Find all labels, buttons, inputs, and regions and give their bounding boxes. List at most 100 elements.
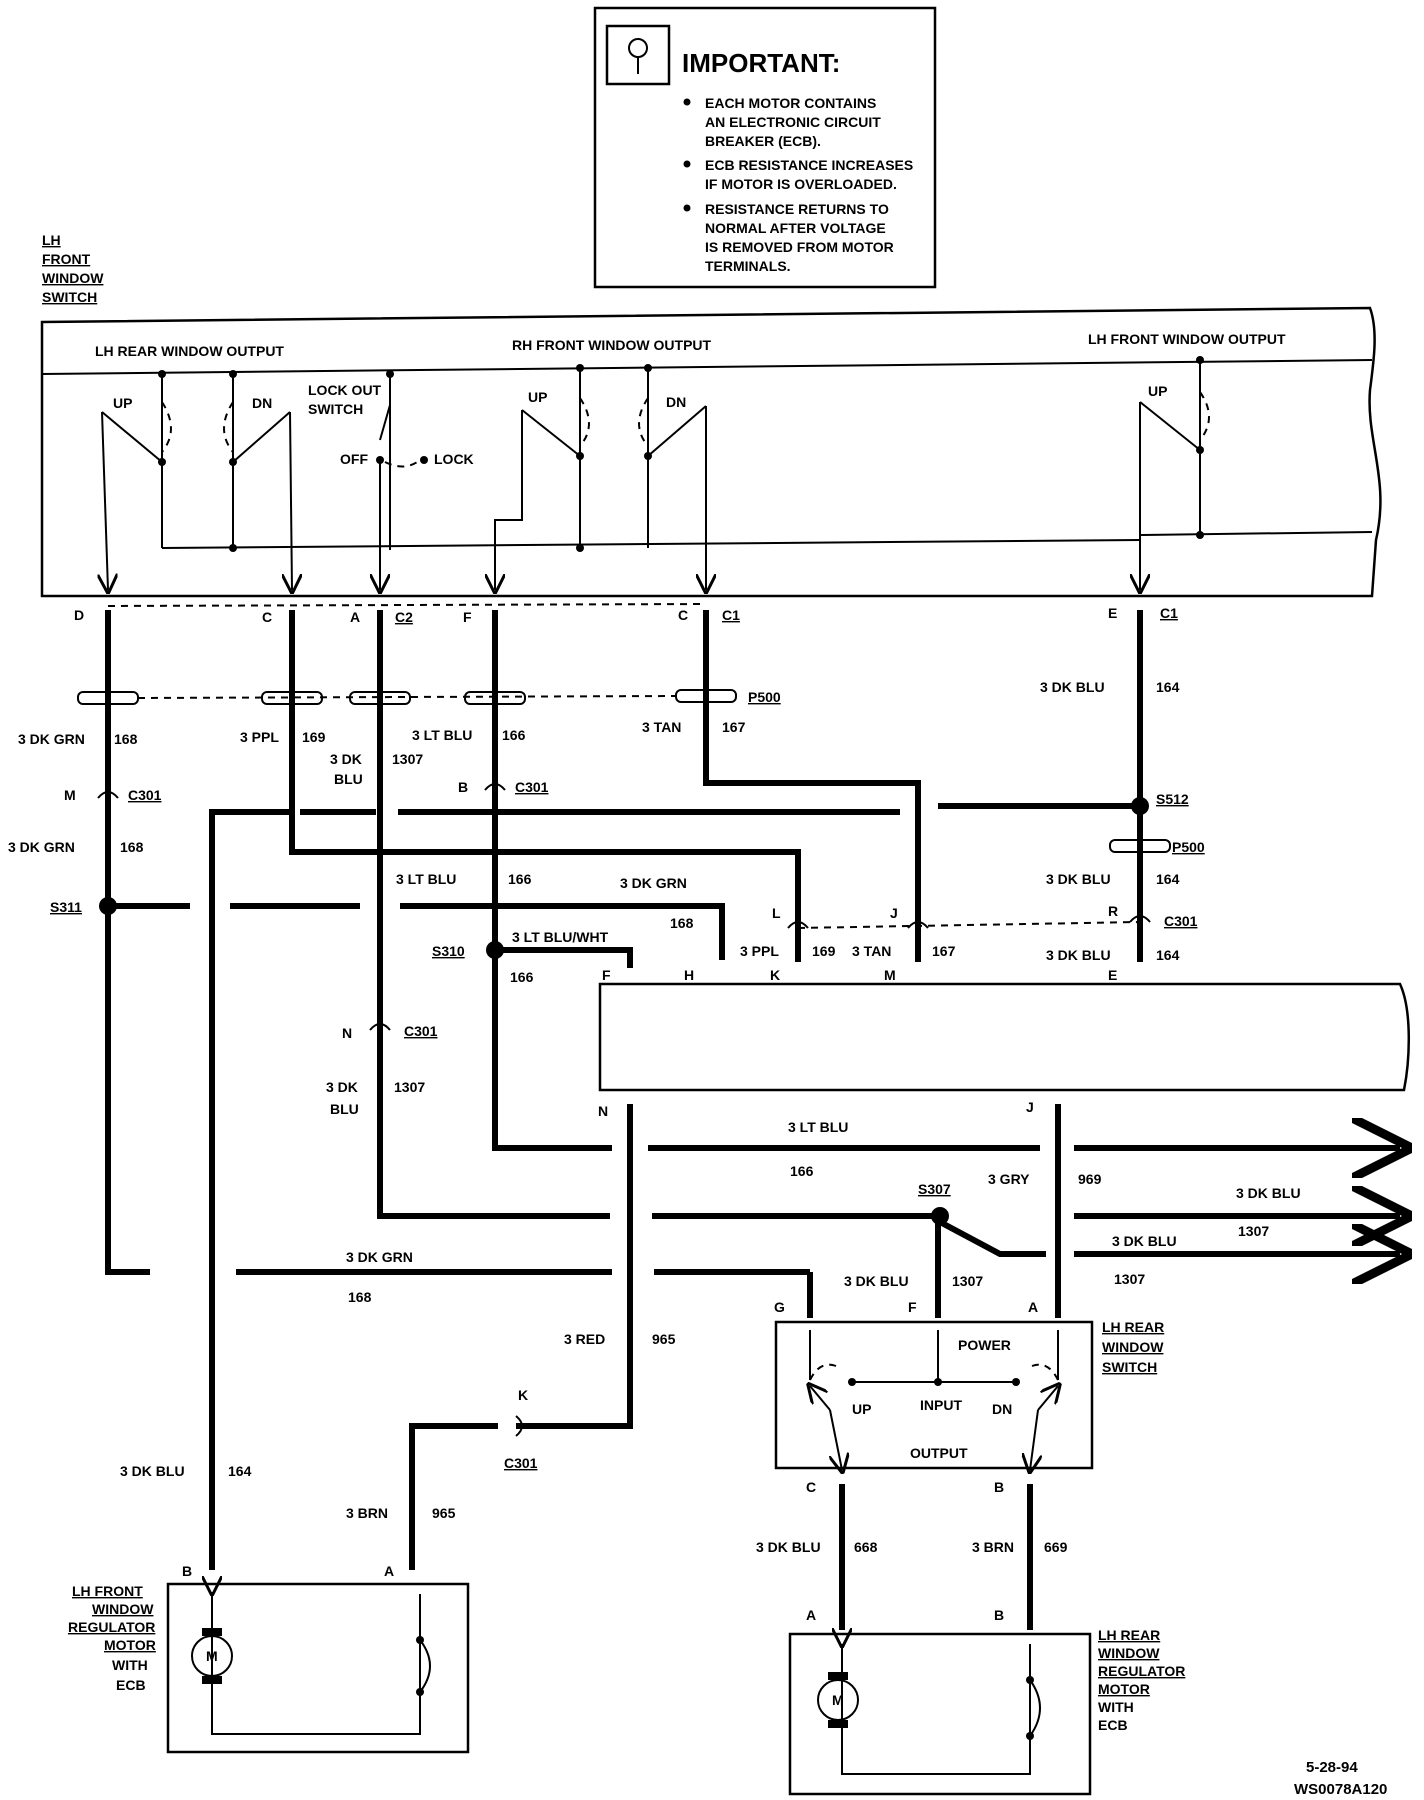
svg-text:3 PPL: 3 PPL	[240, 729, 279, 745]
svg-text:N: N	[342, 1025, 352, 1041]
c1-label: C1	[722, 607, 740, 623]
svg-text:UP: UP	[852, 1401, 871, 1417]
important-line: BREAKER (ECB).	[705, 133, 821, 149]
svg-text:G: G	[774, 1299, 785, 1315]
p500-label: P500	[748, 689, 781, 705]
diagram-date: 5-28-94	[1306, 1759, 1358, 1776]
svg-text:UP: UP	[113, 395, 132, 411]
off-label: OFF	[340, 451, 368, 467]
svg-text:A: A	[384, 1563, 394, 1579]
c1-label: C1	[1160, 605, 1178, 621]
svg-text:L: L	[772, 905, 781, 921]
svg-text:MOTOR: MOTOR	[104, 1637, 156, 1653]
svg-text:UP: UP	[1148, 383, 1167, 399]
svg-text:164: 164	[1156, 679, 1180, 695]
lh-rear-window-switch: LH REAR WINDOW SWITCH POWER INPUT OUTPUT…	[774, 1319, 1164, 1470]
svg-text:F: F	[463, 609, 472, 625]
svg-text:3 DK BLU: 3 DK BLU	[1112, 1233, 1177, 1249]
svg-text:3 RED: 3 RED	[564, 1331, 605, 1347]
svg-text:168: 168	[114, 731, 138, 747]
lh-front-regulator-motor: LH FRONT WINDOW REGULATOR MOTOR WITH ECB…	[68, 1583, 470, 1754]
svg-text:INPUT: INPUT	[920, 1397, 962, 1413]
svg-text:WITH: WITH	[112, 1657, 148, 1673]
wiring-harness	[77, 610, 1400, 1630]
svg-text:3 LT BLU: 3 LT BLU	[396, 871, 456, 887]
svg-text:BLU: BLU	[334, 771, 363, 787]
svg-text:F: F	[602, 967, 611, 983]
svg-text:REGULATOR: REGULATOR	[68, 1619, 155, 1635]
svg-text:969: 969	[1078, 1171, 1102, 1187]
svg-text:3 DK BLU: 3 DK BLU	[1236, 1185, 1301, 1201]
svg-text:B: B	[458, 779, 468, 795]
svg-text:668: 668	[854, 1539, 878, 1555]
p500-connector	[77, 689, 1171, 853]
svg-text:965: 965	[432, 1505, 456, 1521]
lh-rear-regulator-motor: LH REAR WINDOW REGULATOR MOTOR WITH ECB …	[788, 1627, 1185, 1796]
svg-text:WINDOW: WINDOW	[42, 270, 104, 286]
svg-text:C: C	[678, 607, 688, 623]
control-module-box	[598, 982, 1411, 1092]
lh-rear-output-label: LH REAR WINDOW OUTPUT	[95, 343, 284, 359]
svg-text:A: A	[806, 1607, 816, 1623]
svg-text:3 PPL: 3 PPL	[740, 943, 779, 959]
svg-text:168: 168	[120, 839, 144, 855]
c301-connector	[97, 783, 1151, 1437]
svg-text:169: 169	[812, 943, 836, 959]
rh-front-output-label: RH FRONT WINDOW OUTPUT	[512, 337, 712, 353]
svg-text:WINDOW: WINDOW	[1098, 1645, 1160, 1661]
svg-text:M: M	[64, 787, 76, 803]
svg-text:C301: C301	[404, 1023, 438, 1039]
svg-text:WINDOW: WINDOW	[1102, 1339, 1164, 1355]
lockout-label: LOCK OUT	[308, 382, 382, 398]
svg-text:3 LT BLU: 3 LT BLU	[412, 727, 472, 743]
svg-text:1307: 1307	[1114, 1271, 1145, 1287]
svg-text:3 DK: 3 DK	[326, 1079, 358, 1095]
svg-text:J: J	[1026, 1099, 1034, 1115]
svg-text:LH REAR: LH REAR	[1102, 1319, 1164, 1335]
c1-c2-connectors: D C A C2 F C C1 E C1	[74, 603, 1178, 625]
svg-text:1307: 1307	[1238, 1223, 1269, 1239]
svg-text:3 BRN: 3 BRN	[346, 1505, 388, 1521]
lh-front-window-switch: LH REAR WINDOW OUTPUT RH FRONT WINDOW OU…	[40, 306, 1382, 598]
svg-text:FRONT: FRONT	[42, 251, 91, 267]
svg-text:DN: DN	[666, 394, 686, 410]
svg-text:E: E	[1108, 605, 1117, 621]
svg-text:OUTPUT: OUTPUT	[910, 1445, 968, 1461]
svg-text:A: A	[350, 609, 360, 625]
s307-label: S307	[918, 1181, 951, 1197]
svg-text:REGULATOR: REGULATOR	[1098, 1663, 1185, 1679]
svg-text:168: 168	[670, 915, 694, 931]
svg-text:SWITCH: SWITCH	[1102, 1359, 1157, 1375]
svg-text:C: C	[262, 609, 272, 625]
important-title: IMPORTANT:	[682, 48, 840, 78]
svg-text:3 DK BLU: 3 DK BLU	[844, 1273, 909, 1289]
svg-text:3 DK GRN: 3 DK GRN	[18, 731, 85, 747]
svg-text:ECB: ECB	[116, 1677, 146, 1693]
svg-text:3 LT BLU: 3 LT BLU	[788, 1119, 848, 1135]
svg-text:669: 669	[1044, 1539, 1068, 1555]
svg-text:DN: DN	[992, 1401, 1012, 1417]
svg-text:H: H	[684, 967, 694, 983]
svg-text:K: K	[518, 1387, 528, 1403]
svg-text:167: 167	[722, 719, 746, 735]
info-icon	[605, 24, 671, 86]
svg-text:B: B	[994, 1607, 1004, 1623]
diagram-code: WS0078A120	[1294, 1781, 1387, 1798]
svg-text:965: 965	[652, 1331, 676, 1347]
lockout-label: SWITCH	[308, 401, 363, 417]
svg-text:3 DK BLU: 3 DK BLU	[1040, 679, 1105, 695]
svg-text:C301: C301	[1164, 913, 1198, 929]
svg-text:166: 166	[502, 727, 526, 743]
svg-text:LH: LH	[42, 232, 61, 248]
svg-text:C301: C301	[515, 779, 549, 795]
svg-text:UP: UP	[528, 389, 547, 405]
motor-symbol: M	[832, 1692, 844, 1708]
svg-text:1307: 1307	[394, 1079, 425, 1095]
svg-text:3 DK BLU: 3 DK BLU	[120, 1463, 185, 1479]
c2-label: C2	[395, 609, 413, 625]
svg-text:BLU: BLU	[330, 1101, 359, 1117]
svg-text:1307: 1307	[392, 751, 423, 767]
svg-text:R: R	[1108, 903, 1118, 919]
s512-label: S512	[1156, 791, 1189, 807]
